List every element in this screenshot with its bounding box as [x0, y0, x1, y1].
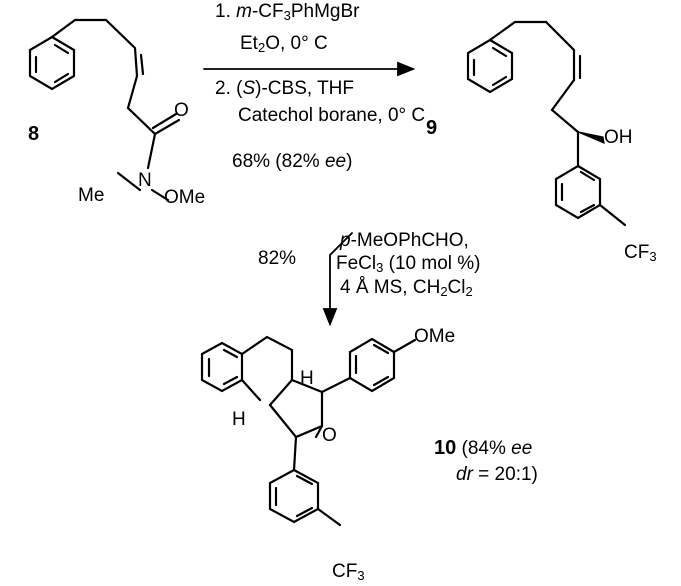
- atom-n: N: [138, 170, 152, 191]
- compound-10-number: 10: [434, 437, 457, 459]
- pyran-oxygen: O: [322, 425, 337, 446]
- step2-conditions: 4 Å MS, CH2Cl2: [340, 277, 473, 299]
- phenyl-ring: [28, 35, 76, 91]
- methoxy-label: OMe: [414, 326, 456, 347]
- step1-yield: 68% (82% ee): [232, 151, 353, 172]
- methoxy-label: OMe: [164, 187, 206, 208]
- compound-8-structure: [28, 18, 181, 202]
- compound-10-structure: [200, 335, 417, 527]
- step1-reagent-1: 1. m-CF3PhMgBr: [215, 1, 360, 23]
- step1-reagent-2: 2. (S)-CBS, THF: [215, 78, 355, 99]
- compound-9-structure: [466, 20, 627, 227]
- compound-8-number: 8: [28, 123, 40, 145]
- atom-o: O: [174, 100, 189, 121]
- trifluoromethyl-label: CF3: [332, 561, 365, 583]
- phenyl-ring: [466, 38, 514, 94]
- step1-solvent: Et2O, 0° C: [240, 33, 328, 55]
- step2-reagent-1: p-MeOPhCHO,: [340, 230, 469, 251]
- compound-10-dr: dr = 20:1): [456, 464, 538, 485]
- ring-junction-h: H: [300, 368, 314, 389]
- aryl-ring: [554, 164, 602, 220]
- reaction-arrow-2: [329, 232, 353, 317]
- ring-junction-h: H: [232, 409, 246, 430]
- step2-catalyst: FeCl3 (10 mol %): [336, 253, 481, 275]
- step1-reagent-3: Catechol borane, 0° C: [238, 105, 426, 126]
- aryl-ring-2: [268, 468, 320, 524]
- hydroxyl-label: OH: [604, 127, 633, 148]
- step2-yield: 82%: [258, 248, 297, 269]
- compound-9-number: 9: [426, 117, 438, 139]
- compound-10-caption: 10 (84% ee: [434, 437, 533, 459]
- methyl-label: Me: [78, 185, 105, 206]
- trifluoromethyl-label: CF3: [624, 242, 657, 264]
